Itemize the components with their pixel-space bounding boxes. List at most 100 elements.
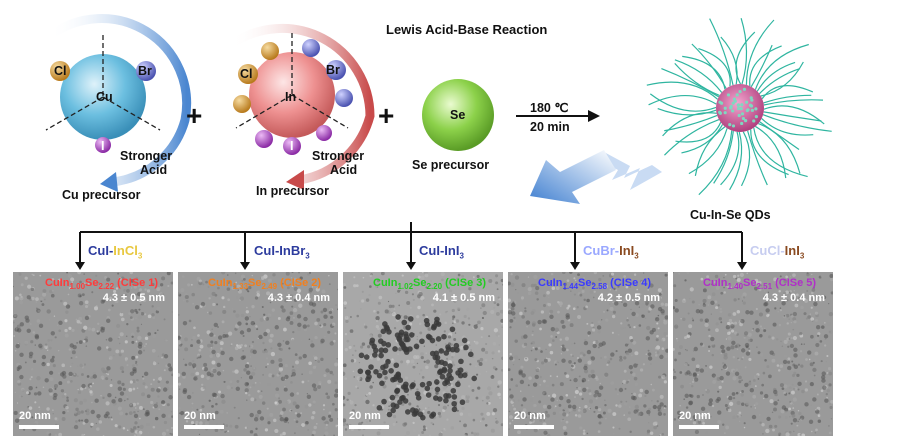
- tem-grain: [566, 348, 569, 352]
- tem-grain: [56, 324, 59, 326]
- nanoparticle: [394, 387, 401, 394]
- tem-grain: [509, 415, 513, 419]
- nanoparticle: [400, 384, 407, 390]
- tem-grain: [584, 404, 588, 409]
- scale-bar-label: 20 nm: [19, 410, 51, 422]
- tem-grain: [412, 428, 417, 433]
- tem-grain: [209, 354, 213, 358]
- tem-grain: [252, 366, 257, 371]
- tem-grain: [573, 277, 576, 280]
- tem-grain: [732, 370, 735, 373]
- se-precursor-caption: Se precursor: [412, 158, 490, 172]
- tem-grain: [358, 361, 361, 364]
- nanoparticle: [235, 386, 241, 391]
- tem-grain: [198, 280, 203, 286]
- qd-atom: [718, 110, 722, 114]
- ligand-strand: [664, 119, 720, 156]
- tem-grain: [425, 365, 429, 370]
- tem-grain: [14, 296, 19, 301]
- tem-grain: [229, 380, 233, 384]
- tem-grain: [828, 371, 833, 376]
- tem-grain: [700, 277, 704, 281]
- tem-grain: [240, 346, 242, 349]
- nanoparticle: [728, 395, 733, 401]
- tem-grain: [133, 358, 135, 360]
- tem-grain: [34, 344, 36, 346]
- nanoparticle: [628, 365, 634, 370]
- tem-grain: [440, 272, 445, 277]
- tem-grain: [586, 298, 590, 303]
- tem-grain: [150, 400, 154, 405]
- tem-grain: [350, 316, 352, 318]
- tem-grain: [481, 316, 485, 320]
- tem-grain: [629, 336, 633, 340]
- tem-grain: [146, 394, 151, 399]
- reaction-time: 20 min: [530, 120, 570, 134]
- tem-grain: [785, 298, 789, 302]
- tem-grain: [13, 410, 18, 415]
- tem-grain: [812, 367, 817, 372]
- tem-grain: [778, 415, 782, 419]
- tem-grain: [791, 383, 794, 386]
- tem-grain: [344, 377, 348, 380]
- tem-grain: [538, 400, 542, 404]
- tem-grain: [689, 297, 691, 300]
- tem-grain: [492, 342, 497, 346]
- tem-grain: [360, 308, 362, 310]
- tem-grain: [801, 389, 805, 394]
- tem-grain: [416, 315, 420, 319]
- tem-grain: [794, 303, 799, 308]
- tem-grain: [352, 354, 354, 356]
- nanoparticle: [244, 381, 249, 387]
- tem-grain: [829, 403, 831, 405]
- tem-grain: [695, 367, 700, 372]
- cu-arrow-label-2: Acid: [140, 163, 168, 177]
- tem-grain: [793, 320, 797, 324]
- tem-grain: [73, 398, 78, 403]
- tem-grain: [66, 396, 69, 399]
- scale-bar-label: 20 nm: [514, 410, 546, 422]
- tem-grain: [540, 310, 545, 314]
- nanoparticle: [566, 398, 571, 404]
- tem-grain: [240, 377, 243, 379]
- tem-grain: [421, 431, 425, 434]
- tem-grain: [157, 355, 160, 358]
- tem-grain: [654, 346, 658, 350]
- nanoparticle: [448, 375, 454, 382]
- tem-grain: [721, 368, 723, 371]
- tem-grain: [598, 277, 602, 282]
- nanoparticle: [385, 342, 392, 348]
- qd-atom: [746, 108, 750, 112]
- nanoparticle: [419, 381, 426, 388]
- nanoparticle: [50, 358, 55, 363]
- tem-grain: [803, 294, 806, 297]
- tem-grain: [452, 322, 454, 325]
- tem-grain: [184, 294, 189, 300]
- tem-grain: [289, 311, 294, 315]
- tem-grain: [432, 423, 435, 426]
- tem-grain: [282, 431, 286, 436]
- tem-grain: [495, 332, 500, 337]
- tem-grain: [480, 336, 483, 339]
- nanoparticle: [250, 321, 255, 326]
- plus-sign-2: +: [378, 100, 395, 131]
- tem-grain: [384, 376, 388, 380]
- tem-grain: [211, 328, 214, 331]
- tem-grain: [679, 345, 683, 349]
- tem-grain: [623, 275, 627, 278]
- tem-grain: [810, 334, 814, 339]
- qd-atom: [723, 106, 727, 110]
- tem-grain: [314, 336, 318, 340]
- tem-grain: [118, 336, 121, 338]
- tem-grain: [817, 414, 821, 418]
- tem-grain: [656, 334, 659, 338]
- tem-grain: [88, 281, 91, 284]
- tem-grain: [706, 275, 710, 279]
- nanoparticle: [659, 402, 664, 407]
- tem-grain: [821, 325, 825, 329]
- tem-grain: [410, 359, 415, 364]
- tem-grain: [263, 313, 266, 316]
- tem-grain: [623, 401, 628, 406]
- tem-grain: [559, 305, 562, 308]
- nanoparticle: [720, 344, 725, 350]
